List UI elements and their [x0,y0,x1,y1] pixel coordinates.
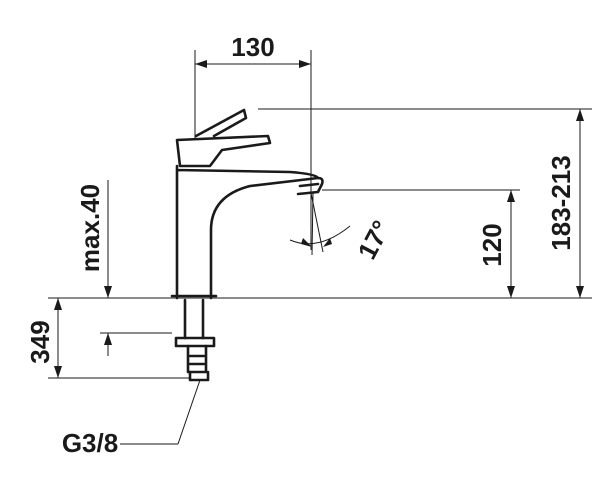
dimension-spray-angle: 17° [289,192,397,264]
dimension-max40-label: max.40 [75,184,105,272]
connection-leader: G3/8 [62,379,201,458]
extension-lines [48,50,592,379]
dimension-183-213: 183-213 [546,109,584,298]
faucet-body [170,108,324,300]
dimension-183-213-label: 183-213 [546,155,576,250]
mounting-shank [174,298,216,382]
dimension-349: 349 [25,298,62,378]
dimension-130: 130 [195,32,311,68]
dimension-120-label: 120 [477,223,507,266]
dimension-spray-angle-label: 17° [352,215,397,264]
dimension-349-label: 349 [25,320,55,363]
dimension-max40: max.40 [75,180,112,356]
dimension-120: 120 [477,190,515,298]
connection-label: G3/8 [62,428,118,458]
dimension-130-label: 130 [231,32,274,62]
